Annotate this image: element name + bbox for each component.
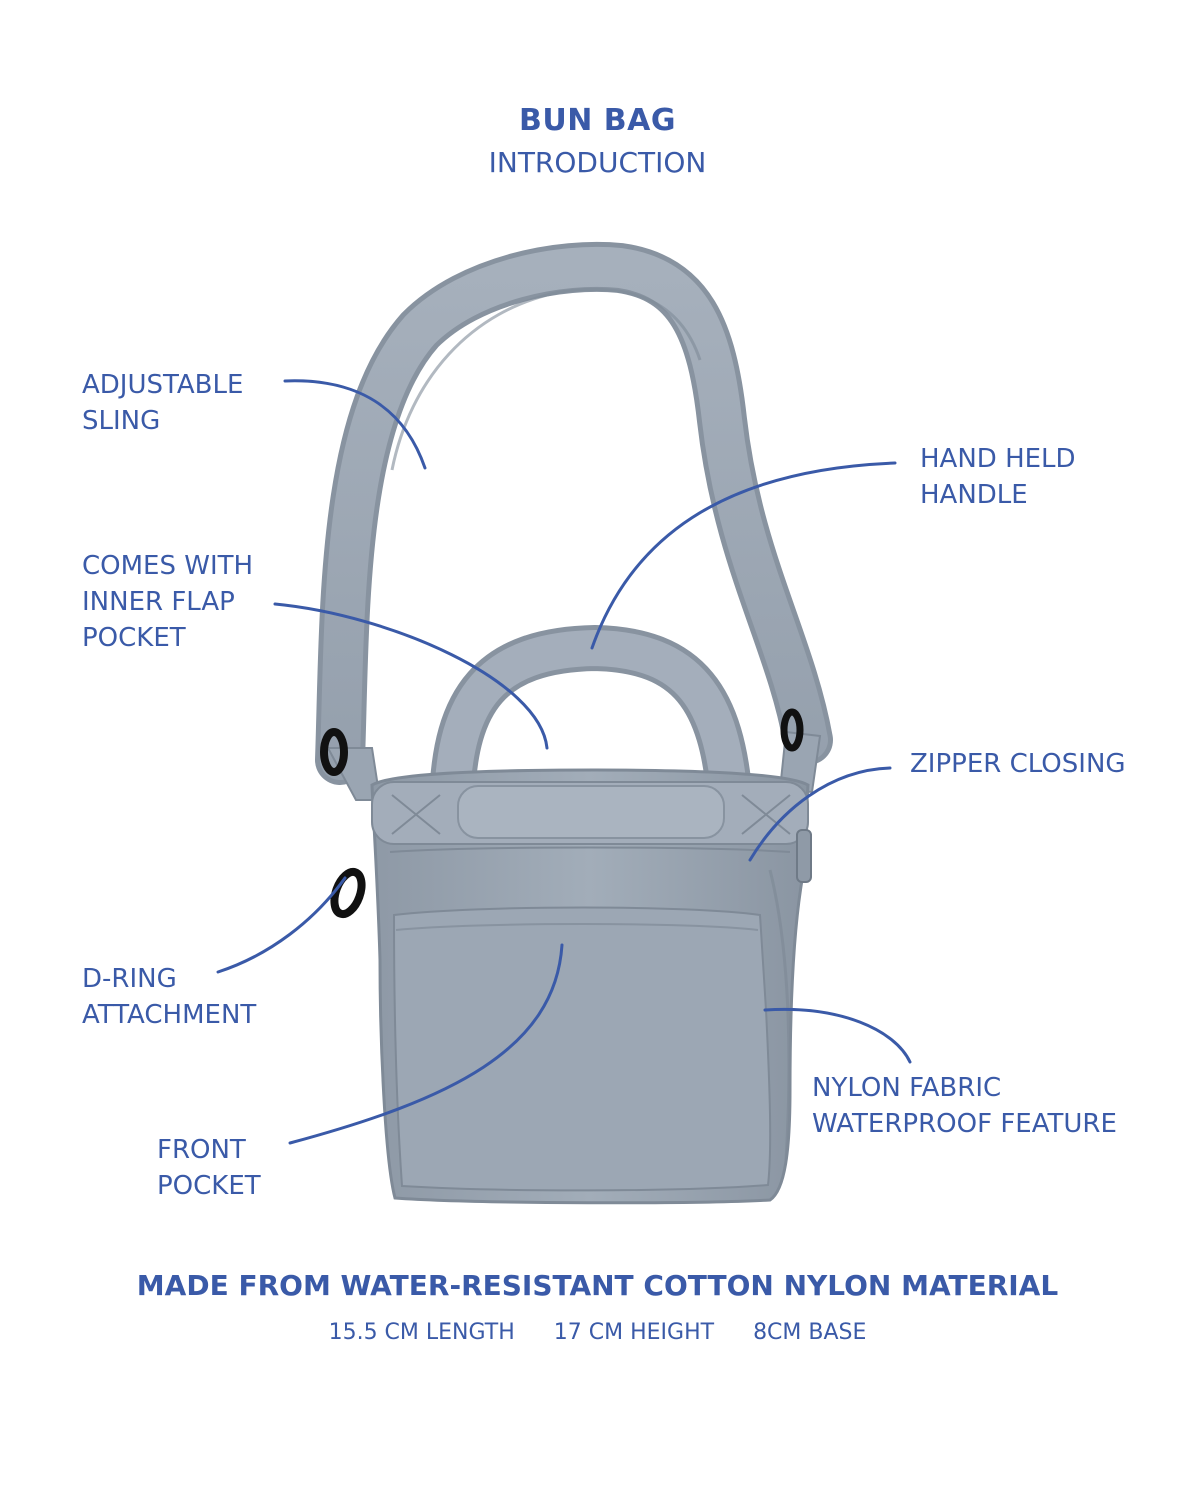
dimensions-row: 15.5 CM LENGTH 17 CM HEIGHT 8CM BASE bbox=[0, 1318, 1195, 1348]
leader-lines bbox=[216, 379, 912, 1145]
leader-hand-handle bbox=[590, 461, 897, 650]
callout-zipper-closing: ZIPPER CLOSING bbox=[910, 749, 1126, 779]
d-ring-upper-right bbox=[780, 708, 804, 752]
sling-strap bbox=[315, 241, 833, 785]
material-statement: MADE FROM WATER-RESISTANT COTTON NYLON M… bbox=[136, 1269, 1059, 1302]
dimension-length: 15.5 CM LENGTH bbox=[328, 1320, 515, 1345]
callout-hand-held-handle: HAND HELD HANDLE bbox=[920, 444, 1076, 510]
leader-nylon bbox=[763, 1007, 912, 1064]
bag-body bbox=[370, 768, 812, 1205]
callout-adjustable-sling: ADJUSTABLE SLING bbox=[82, 370, 244, 436]
callout-d-ring-attachment: D-RING ATTACHMENT bbox=[82, 964, 257, 1030]
hand-handle bbox=[429, 624, 753, 802]
callout-front-pocket: FRONT POCKET bbox=[157, 1135, 261, 1201]
page-subtitle: INTRODUCTION bbox=[488, 146, 707, 179]
callout-inner-flap-pocket: COMES WITH INNER FLAP POCKET bbox=[82, 551, 254, 653]
leader-adjustable-sling bbox=[283, 379, 427, 470]
leader-d-ring bbox=[216, 876, 347, 974]
leader-zipper bbox=[748, 766, 892, 862]
leader-front-pocket bbox=[288, 943, 564, 1145]
callout-nylon-fabric: NYLON FABRIC WATERPROOF FEATURE bbox=[812, 1073, 1117, 1139]
leader-inner-flap bbox=[273, 602, 549, 750]
dimension-height: 17 CM HEIGHT bbox=[553, 1320, 715, 1345]
page-title: BUN BAG bbox=[519, 103, 676, 138]
d-ring-upper-left bbox=[320, 728, 348, 776]
dimension-base: 8CM BASE bbox=[753, 1320, 867, 1345]
